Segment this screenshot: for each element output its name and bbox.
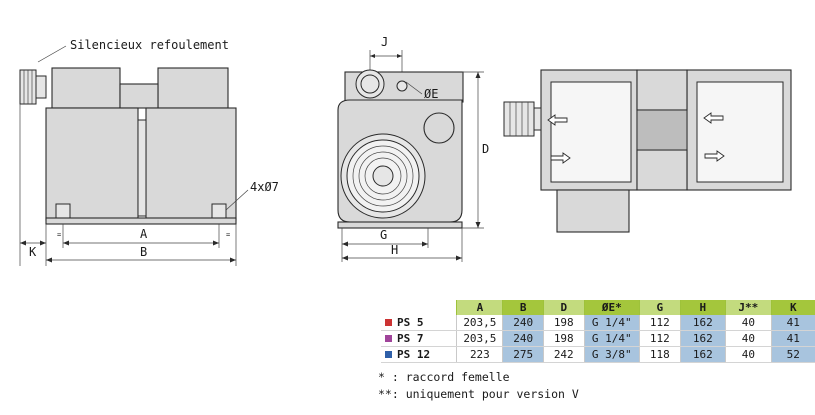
table-cell: 275: [502, 346, 544, 363]
table-header: H: [679, 300, 726, 315]
table-cell: 240: [502, 315, 544, 331]
dim-G-label: G: [380, 228, 387, 242]
svg-text:=: =: [57, 231, 61, 239]
silencer-label: Silencieux refoulement: [70, 38, 229, 52]
table-cell: 41: [770, 315, 815, 331]
dimensions-table: A B D ØE* G H J** K PS 5 203,5 240 198 G…: [381, 300, 815, 363]
holes-label: 4xØ7: [250, 180, 279, 194]
table-cell: 203,5: [456, 315, 503, 331]
table-cell: 223: [456, 346, 503, 363]
table-header: A: [456, 300, 503, 315]
table-header: G: [639, 300, 681, 315]
table-cell: G 1/4": [583, 330, 640, 347]
table-row: PS 12 223 275 242 G 3/8" 118 162 40 52: [381, 346, 815, 363]
top-view: [503, 69, 792, 233]
table-header-row: A B D ØE* G H J** K: [381, 300, 815, 315]
color-swatch: [385, 319, 392, 326]
side-view: Silencieux refoulement 4xØ7 = = A: [19, 38, 279, 266]
table-cell: 112: [639, 330, 681, 347]
arrow-right-icon: [704, 150, 725, 162]
table-cell: 52: [770, 346, 815, 363]
svg-text:=: =: [226, 231, 230, 239]
table-cell: 118: [639, 346, 681, 363]
arrow-left-icon: [703, 112, 724, 124]
table-header: B: [502, 300, 544, 315]
footnote-female-fitting: * : raccord femelle: [378, 370, 510, 384]
model-name: PS 5: [397, 316, 424, 329]
dim-D-label: D: [482, 142, 489, 156]
table-cell: 240: [502, 330, 544, 347]
arrow-left-icon: [547, 114, 568, 126]
table-cell: 203,5: [456, 330, 503, 347]
table-cell: 242: [542, 346, 585, 363]
table-cell: 41: [770, 330, 815, 347]
table-cell: 40: [725, 315, 772, 331]
model-name: PS 7: [397, 332, 424, 345]
table-cell: 162: [679, 346, 726, 363]
dim-B-label: B: [140, 245, 147, 259]
table-cell: G 1/4": [583, 315, 640, 331]
footnote-version-v: **: uniquement pour version V: [378, 387, 579, 401]
table-cell: 198: [542, 315, 585, 331]
color-swatch: [385, 335, 392, 342]
table-row: PS 7 203,5 240 198 G 1/4" 112 162 40 41: [381, 330, 815, 347]
table-cell: 40: [725, 346, 772, 363]
table-header: D: [542, 300, 585, 315]
dim-K-label: K: [29, 245, 37, 259]
table-header: [381, 300, 457, 315]
front-view: J ØE D G H: [337, 35, 489, 262]
table-cell: G 3/8": [583, 346, 640, 363]
dim-A-label: A: [140, 227, 148, 241]
table-cell: 40: [725, 330, 772, 347]
table-header: J**: [725, 300, 772, 315]
dim-E-label: ØE: [424, 87, 438, 101]
table-cell: 162: [679, 315, 726, 331]
dim-J-label: J: [381, 35, 388, 49]
dim-H-label: H: [391, 243, 398, 257]
color-swatch: [385, 351, 392, 358]
table-header: K: [770, 300, 815, 315]
arrow-right-icon: [550, 152, 571, 164]
table-row: PS 5 203,5 240 198 G 1/4" 112 162 40 41: [381, 315, 815, 331]
table-cell: 198: [542, 330, 585, 347]
table-header: ØE*: [583, 300, 640, 315]
table-cell: 112: [639, 315, 681, 331]
model-name: PS 12: [397, 348, 431, 361]
table-cell: 162: [679, 330, 726, 347]
